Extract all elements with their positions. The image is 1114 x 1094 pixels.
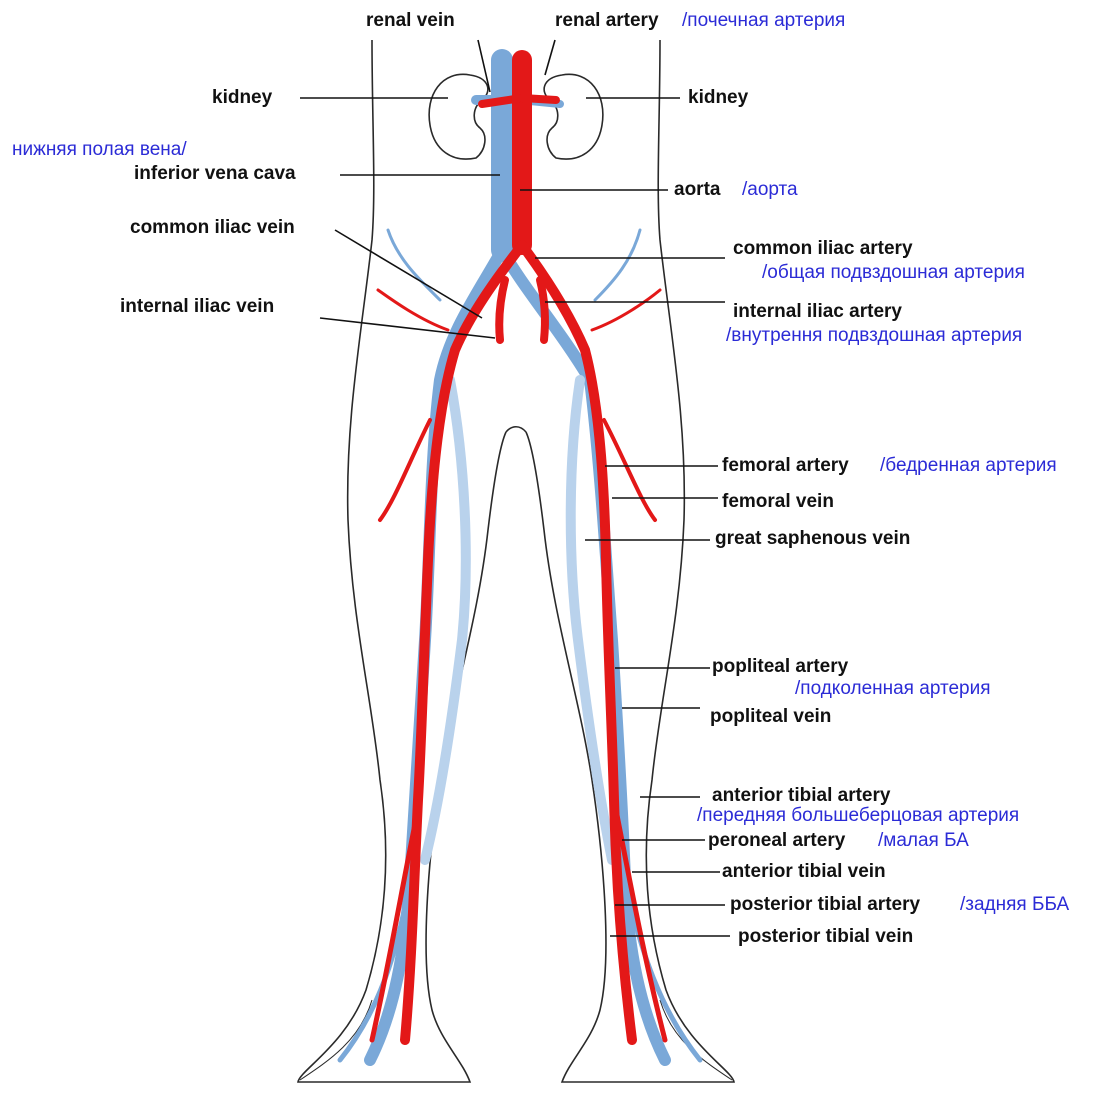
label-posterior-tibial-artery: posterior tibial artery [730,894,920,916]
label-posterior-tibial-vein: posterior tibial vein [738,926,913,948]
label-renal-artery-ru: /почечная артерия [682,10,845,32]
label-kidney-left: kidney [212,87,272,109]
label-femoral-artery-ru: /бедренная артерия [880,455,1057,477]
label-femoral-artery: femoral artery [722,455,849,477]
label-anterior-tibial-artery: anterior tibial artery [712,785,890,807]
label-renal-vein: renal vein [366,10,455,32]
label-internal-iliac-artery-ru: /внутрення подвздошная артерия [726,325,1022,347]
label-internal-iliac-artery: internal iliac artery [733,301,902,323]
label-peroneal-artery: peroneal artery [708,830,845,852]
label-common-iliac-artery: common iliac artery [733,238,913,260]
kidney-left-shape [429,74,488,159]
arterial-system [372,60,665,1040]
label-anterior-tibial-artery-ru: /передняя большеберцовая артерия [697,805,1019,827]
label-aorta: aorta [674,179,720,201]
label-aorta-ru: /аорта [742,179,798,201]
label-renal-artery: renal artery [555,10,659,32]
label-posterior-tibial-artery-ru: /задняя ББА [960,894,1069,916]
label-popliteal-vein: popliteal vein [710,706,831,728]
label-kidney-right: kidney [688,87,748,109]
label-common-iliac-vein: common iliac vein [130,217,295,239]
label-popliteal-artery: popliteal artery [712,656,848,678]
label-common-iliac-artery-ru: /общая подвздошная артерия [762,262,1025,284]
kidney-right-shape [544,74,603,159]
label-popliteal-artery-ru: /подколенная артерия [795,678,991,700]
label-ivc-ru: нижняя полая вена/ [12,139,187,161]
label-peroneal-artery-ru: /малая БА [878,830,969,852]
label-anterior-tibial-vein: anterior tibial vein [722,861,886,883]
label-great-saphenous-vein: great saphenous vein [715,528,910,550]
label-ivc: inferior vena cava [134,163,296,185]
label-internal-iliac-vein: internal iliac vein [120,296,274,318]
label-femoral-vein: femoral vein [722,491,834,513]
